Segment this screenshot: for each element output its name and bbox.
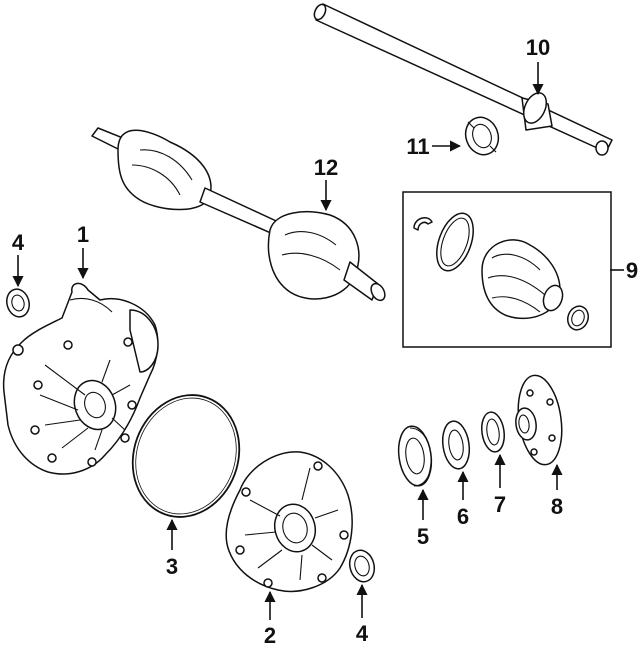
callout-3: 3 [166, 554, 178, 579]
halfshaft-part-12[interactable] [91, 127, 388, 303]
bearing-part-6[interactable] [440, 419, 472, 470]
callout-8: 8 [551, 494, 563, 519]
callout-4-lower: 4 [356, 621, 369, 646]
boot-kit-part-9[interactable] [402, 191, 612, 348]
shaft-part-10[interactable] [312, 3, 613, 156]
callout-4-upper: 4 [12, 230, 25, 255]
callout-5: 5 [417, 524, 429, 549]
callout-6: 6 [457, 504, 469, 529]
flange-part-8[interactable] [513, 373, 567, 468]
callout-10: 10 [526, 35, 550, 60]
callout-7: 7 [494, 492, 506, 517]
callout-12: 12 [314, 155, 338, 180]
bearing-part-11[interactable] [460, 113, 503, 160]
oring-part-3[interactable] [116, 380, 256, 532]
callout-labels: 10 11 12 9 1 4 3 2 4 5 6 7 8 [12, 35, 638, 648]
bearing-part-5[interactable] [395, 424, 435, 488]
housing-part-1[interactable] [2, 282, 159, 475]
callout-2: 2 [264, 623, 276, 648]
seal-part-4-upper[interactable] [4, 287, 32, 320]
seal-part-4-lower[interactable] [346, 547, 377, 584]
callout-1: 1 [77, 222, 89, 247]
leader-lines [12, 62, 624, 620]
seal-part-7[interactable] [479, 411, 506, 454]
cover-part-2[interactable] [225, 451, 353, 593]
callout-11: 11 [406, 134, 429, 159]
callout-9: 9 [626, 258, 638, 283]
